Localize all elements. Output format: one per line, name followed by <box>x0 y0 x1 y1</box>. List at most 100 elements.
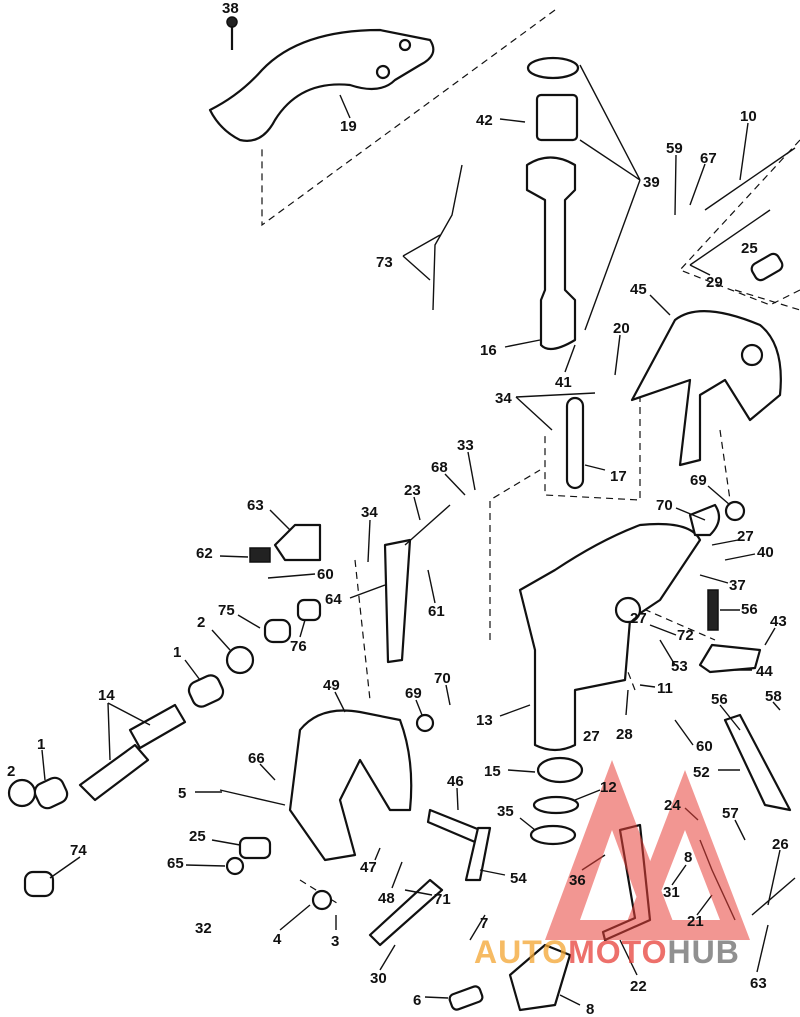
part-label: 71 <box>434 891 451 908</box>
part-label: 15 <box>484 763 501 780</box>
part-label: 61 <box>428 603 445 620</box>
part-label: 54 <box>510 870 527 887</box>
part-label: 3 <box>331 933 339 950</box>
part-label: 45 <box>630 281 647 298</box>
part-label: 35 <box>497 803 514 820</box>
watermark-moto: MOTO <box>568 934 667 970</box>
part-label: 4 <box>273 931 282 948</box>
part-56-spring <box>707 589 719 631</box>
part-label: 20 <box>613 320 630 337</box>
part-1-2-bushing-nut <box>7 645 255 810</box>
part-label: 62 <box>196 545 213 562</box>
part-label: 43 <box>770 613 787 630</box>
part-label: 8 <box>684 849 692 866</box>
part-label: 70 <box>656 497 673 514</box>
part-label: 52 <box>693 764 710 781</box>
part-label: 12 <box>600 779 617 796</box>
part-label: 57 <box>722 805 739 822</box>
part-label: 63 <box>750 975 767 992</box>
part-label: 29 <box>706 274 723 291</box>
automotohub-watermark-logo <box>545 760 750 940</box>
part-label: 34 <box>495 390 512 407</box>
part-label: 10 <box>740 108 757 125</box>
part-label: 22 <box>630 978 647 995</box>
part-label: 33 <box>457 437 474 454</box>
part-label: 75 <box>218 602 235 619</box>
part-label: 48 <box>378 890 395 907</box>
part-label: 30 <box>370 970 387 987</box>
part-46-54-lever <box>426 808 492 882</box>
part-23-bolt <box>404 504 451 546</box>
part-5-bolt <box>219 789 286 806</box>
part-13-swivel-housing <box>518 503 721 752</box>
part-label: 65 <box>167 855 184 872</box>
part-label: 49 <box>323 677 340 694</box>
part-number-labels: 38 19 42 39 59 67 10 73 25 29 45 16 41 2… <box>7 0 789 1017</box>
part-label: 60 <box>317 566 334 583</box>
part-label: 74 <box>70 842 87 859</box>
part-label: 73 <box>376 254 393 271</box>
part-label: 16 <box>480 342 497 359</box>
part-14-tube <box>78 703 187 802</box>
part-label: 34 <box>361 504 378 521</box>
part-73-rod <box>432 164 463 311</box>
part-label: 40 <box>757 544 774 561</box>
part-label: 23 <box>404 482 421 499</box>
part-label: 25 <box>189 828 206 845</box>
part-label: 1 <box>173 644 181 661</box>
part-71-plate <box>368 878 444 947</box>
part-label: 36 <box>569 872 586 889</box>
part-19-steering-arm <box>208 28 435 142</box>
part-label: 67 <box>700 150 717 167</box>
part-29-rod <box>689 209 771 266</box>
part-label: 41 <box>555 374 572 391</box>
part-label: 59 <box>666 140 683 157</box>
part-label: 66 <box>248 750 265 767</box>
part-label: 31 <box>663 884 680 901</box>
part-17-link <box>565 396 585 490</box>
part-label: 13 <box>476 712 493 729</box>
part-label: 47 <box>360 859 377 876</box>
part-label: 72 <box>677 627 694 644</box>
part-10-bolt <box>704 147 796 211</box>
part-label: 60 <box>696 738 713 755</box>
part-38-bolt <box>226 16 238 50</box>
part-label: 1 <box>37 736 45 753</box>
part-label: 69 <box>690 472 707 489</box>
part-label: 11 <box>657 680 673 697</box>
part-label: 58 <box>765 688 782 705</box>
part-label: 56 <box>741 601 758 618</box>
part-45-clamp-bracket <box>630 310 782 467</box>
part-52-lever <box>723 713 792 812</box>
watermark-text: AUTOMOTOHUB <box>474 934 740 970</box>
part-label: 44 <box>756 663 773 680</box>
part-label: 7 <box>480 915 488 932</box>
part-label: 68 <box>431 459 448 476</box>
part-label: 27 <box>583 728 600 745</box>
part-label: 32 <box>195 920 212 937</box>
part-label: 39 <box>643 174 660 191</box>
part-label: 19 <box>340 118 357 135</box>
part-label: 14 <box>98 687 115 704</box>
part-label: 27 <box>630 610 647 627</box>
part-label: 6 <box>413 992 421 1009</box>
part-label: 64 <box>325 591 342 608</box>
part-label: 56 <box>711 691 728 708</box>
part-label: 28 <box>616 726 633 743</box>
part-69-washer <box>415 500 746 733</box>
part-label: 24 <box>664 797 681 814</box>
part-label: 63 <box>247 497 264 514</box>
part-6-grip <box>448 985 484 1011</box>
part-25-65-bushing <box>225 836 272 876</box>
part-49-clamp-bracket <box>288 709 413 862</box>
part-label: 17 <box>610 468 627 485</box>
part-label: 25 <box>741 240 758 257</box>
part-label: 76 <box>290 638 307 655</box>
part-label: 38 <box>222 0 239 17</box>
watermark-auto: AUTO <box>474 934 568 970</box>
part-label: 37 <box>729 577 746 594</box>
part-label: 21 <box>687 913 704 930</box>
part-label: 2 <box>197 614 205 631</box>
part-63-bracket <box>273 523 322 562</box>
